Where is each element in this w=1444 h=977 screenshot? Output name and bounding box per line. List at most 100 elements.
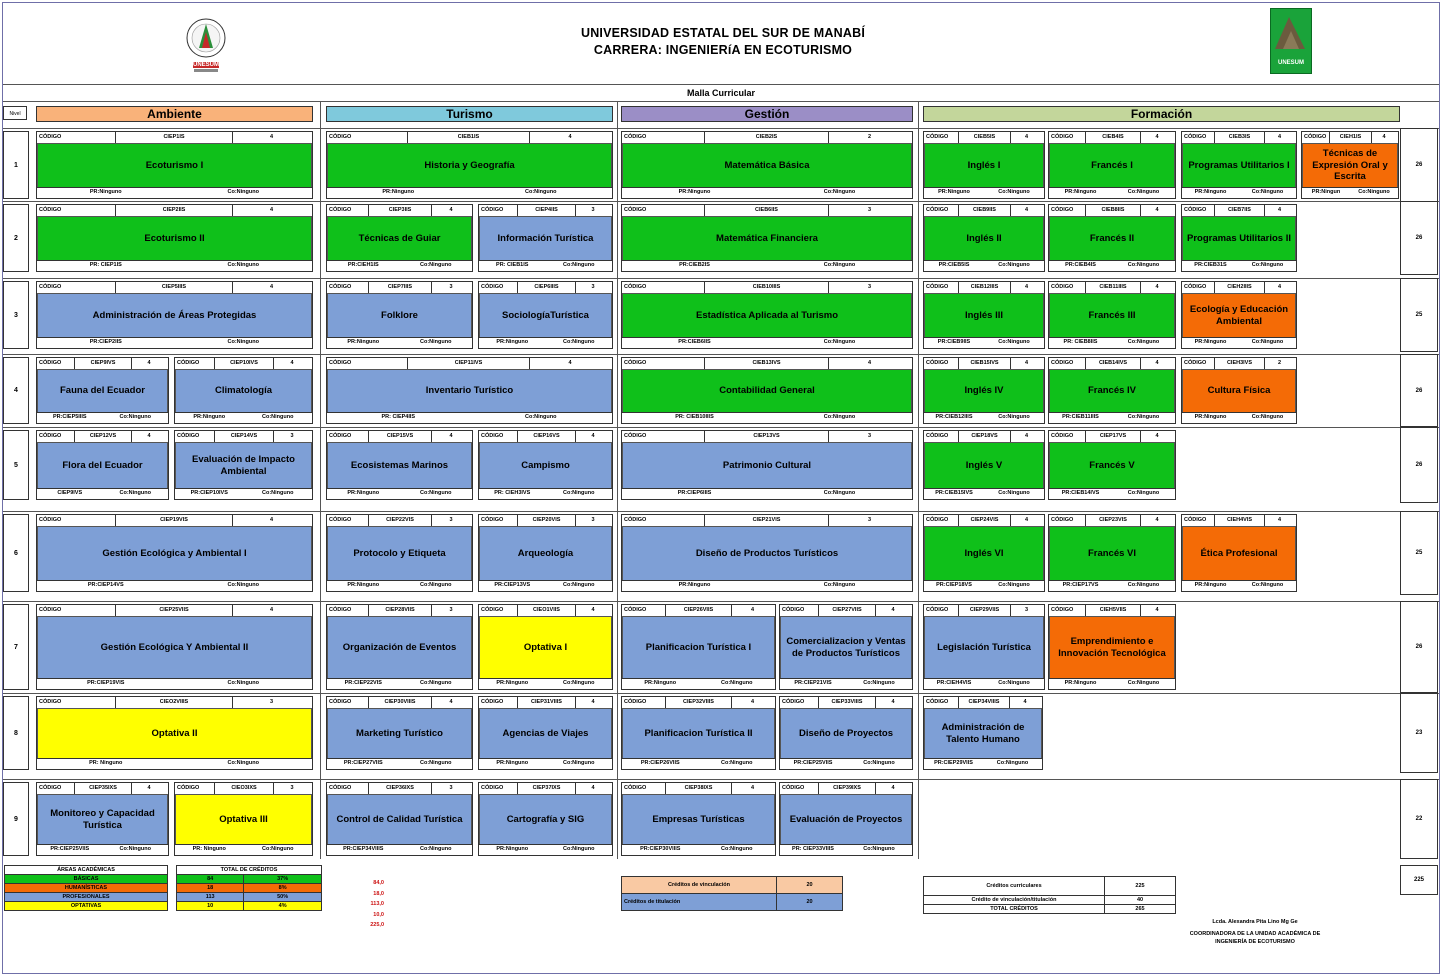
prerequisite: PR:CIEB9IIS — [937, 339, 971, 345]
course-credits: 4 — [269, 134, 274, 140]
course-name: Cultura Física — [1182, 369, 1296, 413]
code-label: CÓDIGO — [1304, 134, 1327, 140]
course-code: CIEP7IIIS — [368, 282, 432, 293]
course-credits: 4 — [1155, 207, 1159, 213]
course-code: CIEB14IVS — [1085, 358, 1141, 369]
code-label: CÓDIGO — [624, 785, 647, 791]
corequisite: Co:Ninguno — [721, 846, 753, 852]
course-code: CIEP37IXS — [517, 783, 576, 794]
prerequisite: PR:Ninguno — [496, 846, 529, 852]
level-credits: 26 — [1400, 128, 1438, 202]
code-label: CÓDIGO — [624, 134, 647, 140]
course-credits: 4 — [1024, 433, 1029, 439]
prerequisite: PR:CIEB11IIIS — [1062, 414, 1099, 420]
corequisite: Co:Ninguno — [420, 760, 452, 766]
course-name: Técnicas de Guiar — [327, 216, 472, 261]
course-credits: 4 — [1024, 134, 1029, 140]
course-code: CIEP24VIS — [958, 515, 1011, 526]
code-label: CÓDIGO — [481, 284, 504, 290]
university-title: UNIVERSIDAD ESTATAL DEL SUR DE MANABÍ — [580, 26, 866, 40]
prerequisite: PR:Ningun — [1311, 189, 1341, 195]
corequisite: Co:Ninguno — [563, 490, 595, 496]
course-credits: 4 — [1277, 207, 1282, 213]
course-code: CIEO3IXS — [214, 783, 274, 794]
prerequisite: PR:CIEP21VIS — [794, 680, 832, 686]
course-credits: 4 — [1155, 134, 1159, 140]
area-ambiente: Ambiente — [36, 106, 313, 122]
course-name: Evaluación de Impacto Ambiental — [175, 442, 312, 489]
course-code: CIEB8IIS — [1085, 205, 1141, 216]
credits-humanisticas: 18 — [175, 883, 245, 893]
course-name: Matemática Financiera — [622, 216, 912, 261]
prerequisite: PR:CIEB5IS — [938, 262, 970, 268]
corequisite: Co:Ninguno — [998, 490, 1030, 496]
course-credits: 4 — [1155, 517, 1159, 523]
prerequisite: PR:Ninguno — [678, 582, 711, 588]
course-credits: 2 — [1277, 360, 1282, 366]
course-name: Cartografía y SIG — [479, 794, 612, 845]
course-code: CIEP30VIIIS — [368, 697, 432, 708]
code-label: CÓDIGO — [926, 517, 949, 523]
corequisite: Co:Ninguno — [998, 339, 1030, 345]
code-label: CÓDIGO — [329, 360, 352, 366]
course-name: Programas Utilitarios I — [1182, 143, 1296, 188]
code-label: CÓDIGO — [624, 517, 647, 523]
code-label: CÓDIGO — [39, 134, 62, 140]
course-code: CIEP15VS — [368, 431, 432, 442]
area-humanisticas: HUMANÍSTICAS — [4, 883, 168, 893]
corequisite: Co:Ninguno — [563, 680, 595, 686]
course-name: Administración de Talento Humano — [924, 708, 1042, 759]
code-label: CÓDIGO — [177, 360, 200, 366]
code-label: CÓDIGO — [177, 433, 200, 439]
course-credits: 4 — [891, 607, 895, 613]
course-name: Arqueología — [479, 526, 612, 581]
level-number: 2 — [3, 204, 29, 272]
prerequisite: PR:CIEP25VIIS — [793, 760, 833, 766]
course-name: Optativa II — [37, 708, 312, 759]
code-label: CÓDIGO — [481, 207, 504, 213]
malla-title: Malla Curricular — [686, 88, 756, 98]
prerequisite: PR:CIEP25VIIS — [50, 846, 90, 852]
corequisite: Co:Ninguno — [563, 846, 595, 852]
corequisite: Co:Ninguno — [227, 339, 259, 345]
level-number: 7 — [3, 604, 29, 690]
corequisite: Co:Ninguno — [119, 490, 151, 496]
course-credits: 4 — [750, 785, 755, 791]
course-code: CIEP34VIIIS — [958, 697, 1010, 708]
code-label: CÓDIGO — [926, 360, 949, 366]
course-credits: 4 — [591, 699, 595, 705]
course-name: Inglés VI — [924, 526, 1044, 581]
corequisite: Co:Ninguno — [525, 414, 557, 420]
course-credits: 3 — [1024, 607, 1029, 613]
course-code: CIEP22VIS — [368, 515, 432, 526]
course-credits: 4 — [147, 785, 151, 791]
code-label: CÓDIGO — [1184, 207, 1207, 213]
course-code: CIEH3IVS — [1214, 358, 1265, 369]
prerequisite: PR:Ninguno — [382, 189, 415, 195]
area-basicas: BÁSICAS — [4, 874, 168, 884]
course-code: CIEP5IIIS — [115, 282, 233, 293]
course-code: CIEP17VS — [1085, 431, 1141, 442]
prerequisite: PR: CIEB10IIIS — [675, 414, 714, 420]
course-credits: 4 — [1023, 699, 1027, 705]
corequisite: Co:Ninguno — [1127, 680, 1160, 686]
